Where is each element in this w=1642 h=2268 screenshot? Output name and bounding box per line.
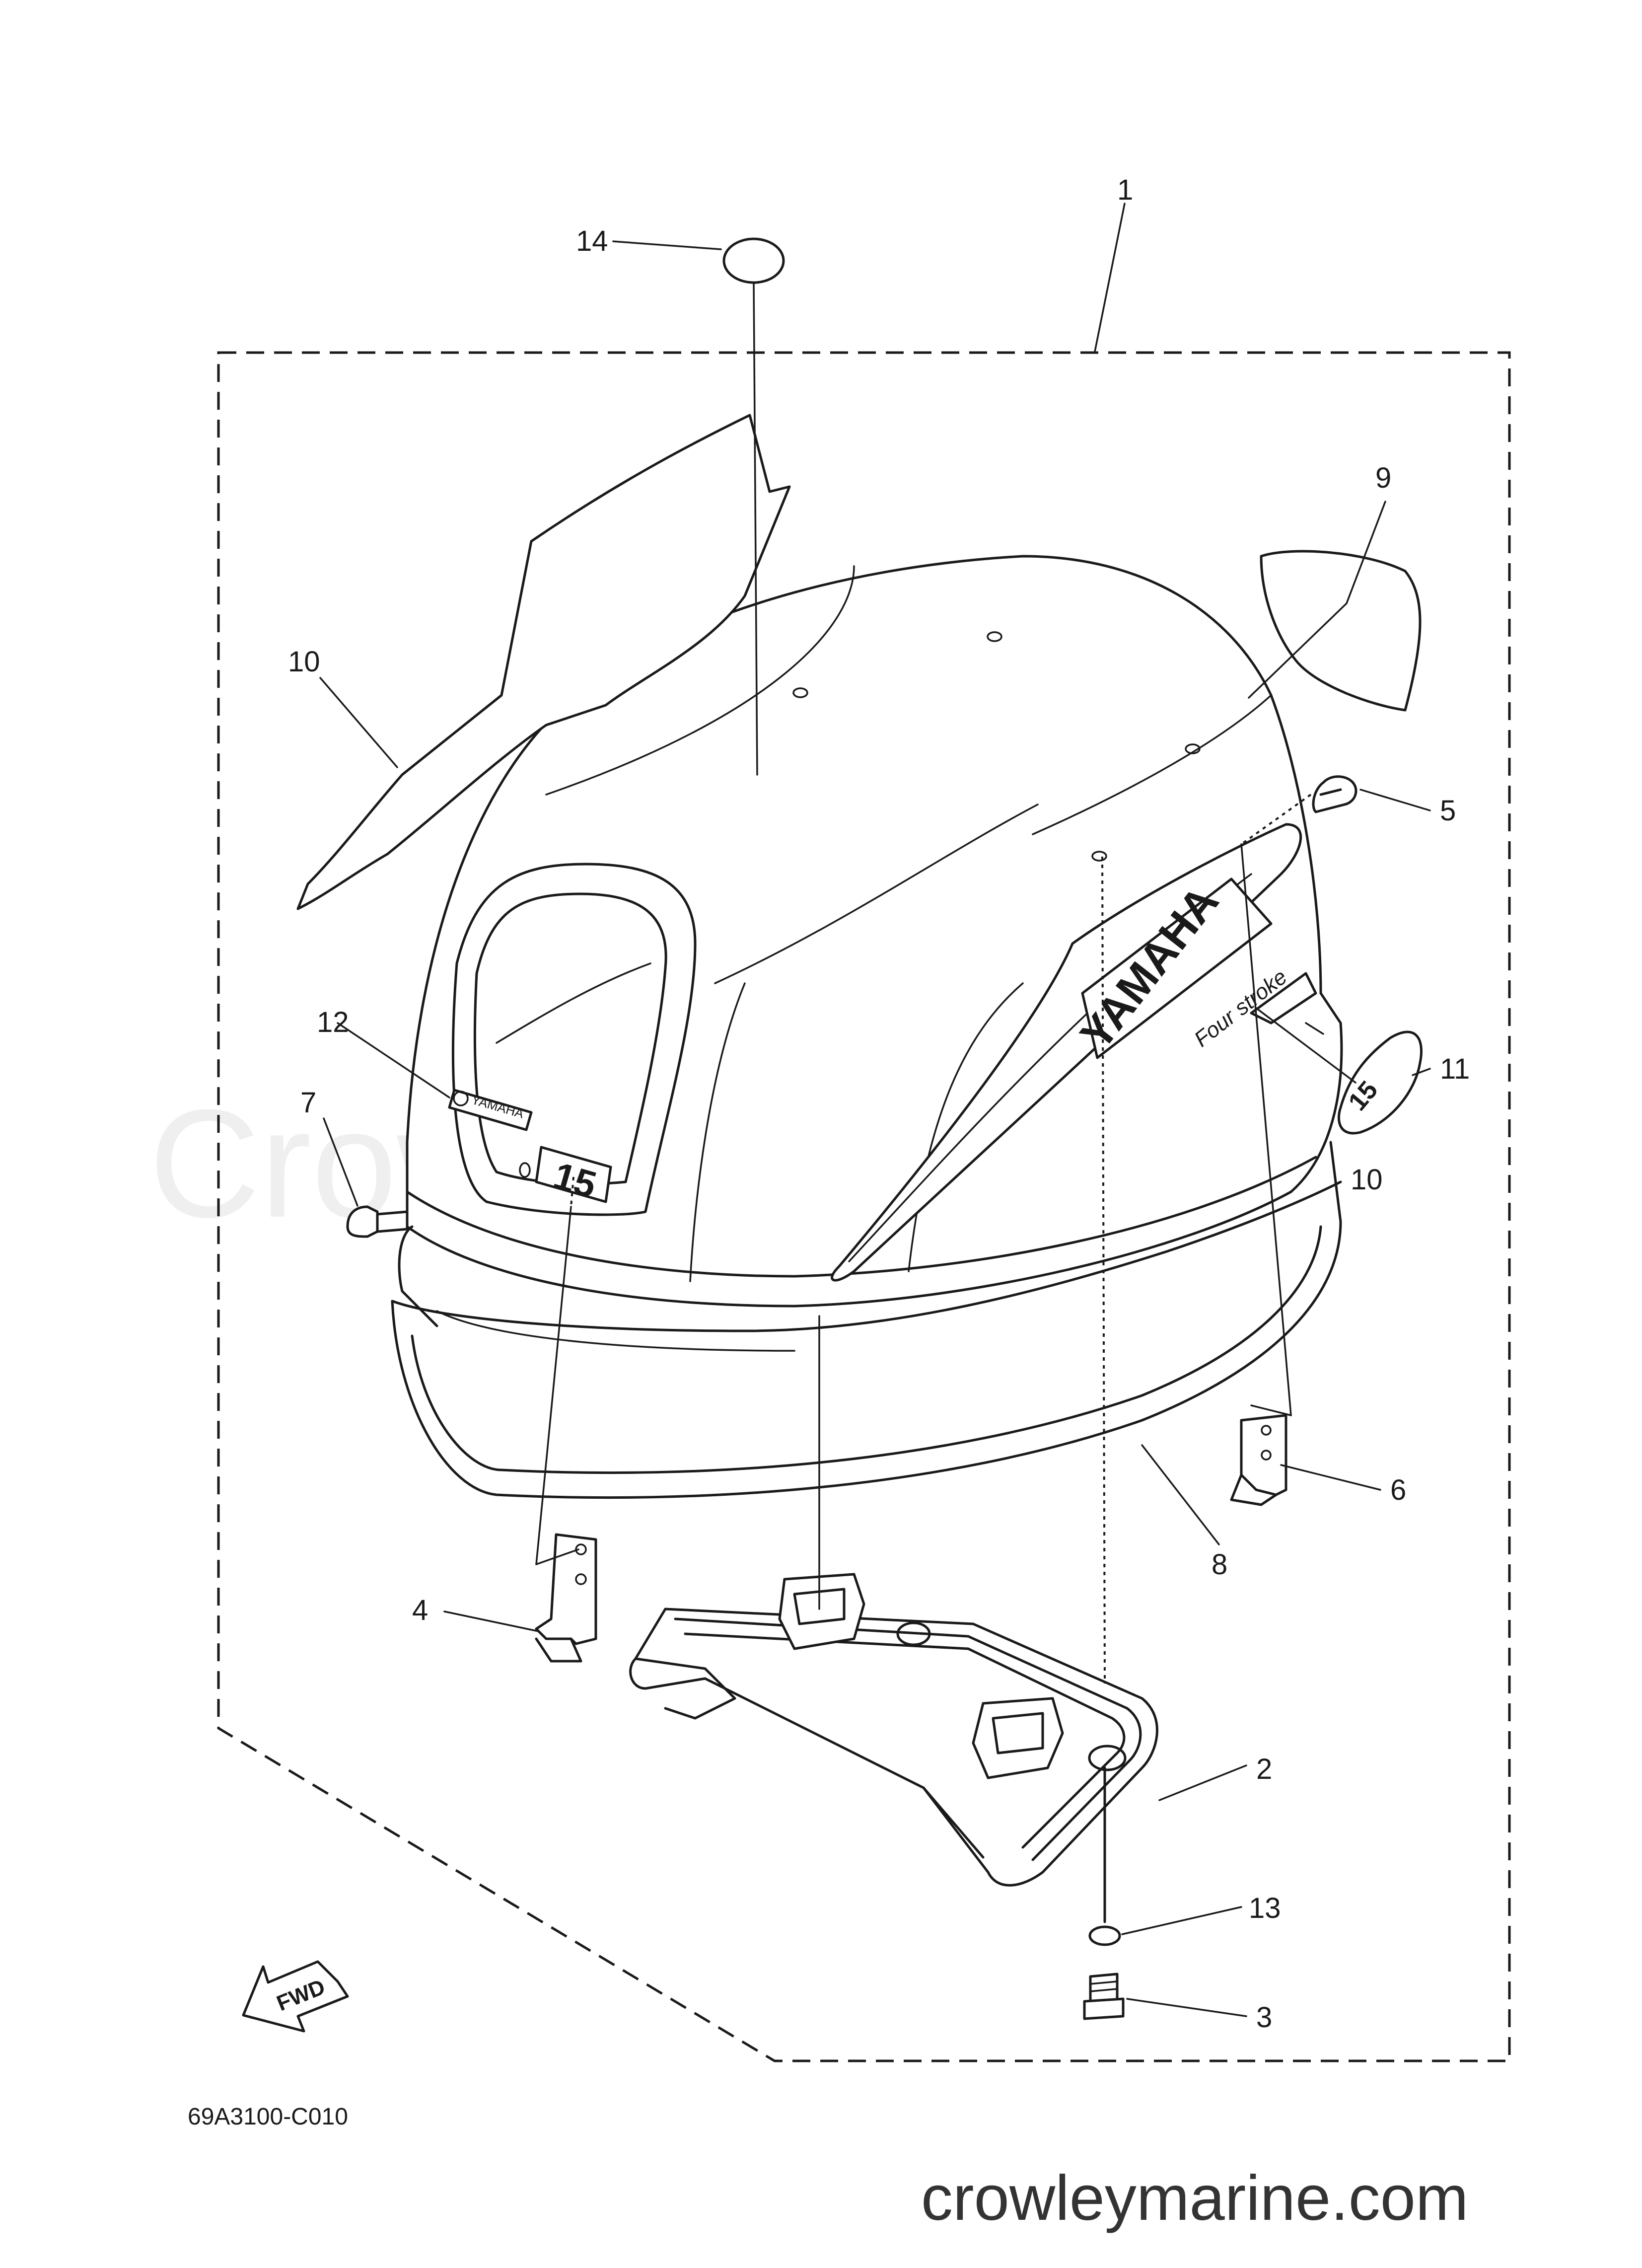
- leader-lines: [319, 203, 1431, 2017]
- part-code: 69A3100-C010: [188, 2104, 348, 2130]
- decal-badge-11: 15: [1337, 1030, 1423, 1135]
- lower-plate-2: [629, 1573, 1158, 1887]
- callout-13: 13: [1249, 1892, 1281, 1924]
- callout-2: 2: [1256, 1753, 1272, 1785]
- bracket-6: [1230, 1414, 1287, 1506]
- grommet-14: [722, 237, 785, 284]
- fwd-arrow-icon: FWD: [242, 1960, 349, 2033]
- pin-7: [346, 1205, 409, 1238]
- guide-lines: [535, 282, 1312, 1923]
- bolt-3: [1083, 1973, 1125, 2020]
- callout-6: 6: [1390, 1474, 1406, 1506]
- callout-1: 1: [1117, 174, 1133, 206]
- callout-14: 14: [576, 225, 608, 257]
- callout-5: 5: [1440, 795, 1456, 827]
- callout-4: 4: [412, 1594, 428, 1626]
- washer-13: [1088, 1925, 1121, 1946]
- callout-labels: 1 2 3 4 5 6 7 8 9 10 10 11 12 13 14: [288, 174, 1470, 2034]
- callout-10b: 10: [1351, 1164, 1383, 1196]
- callout-3: 3: [1256, 2001, 1272, 2034]
- pin-5: [1312, 775, 1357, 813]
- assembly-boundary: [217, 351, 1511, 2062]
- callout-9: 9: [1375, 462, 1391, 494]
- callout-12: 12: [317, 1006, 349, 1038]
- decal-rear-badge: [1260, 550, 1422, 712]
- callout-11: 11: [1440, 1053, 1470, 1085]
- site-url: crowleymarine.com: [921, 2163, 1469, 2234]
- callout-10a: 10: [288, 646, 320, 678]
- decal-left-wing: [296, 414, 791, 910]
- callout-7: 7: [300, 1087, 316, 1119]
- callout-8: 8: [1212, 1548, 1227, 1581]
- bracket-4: [535, 1533, 597, 1663]
